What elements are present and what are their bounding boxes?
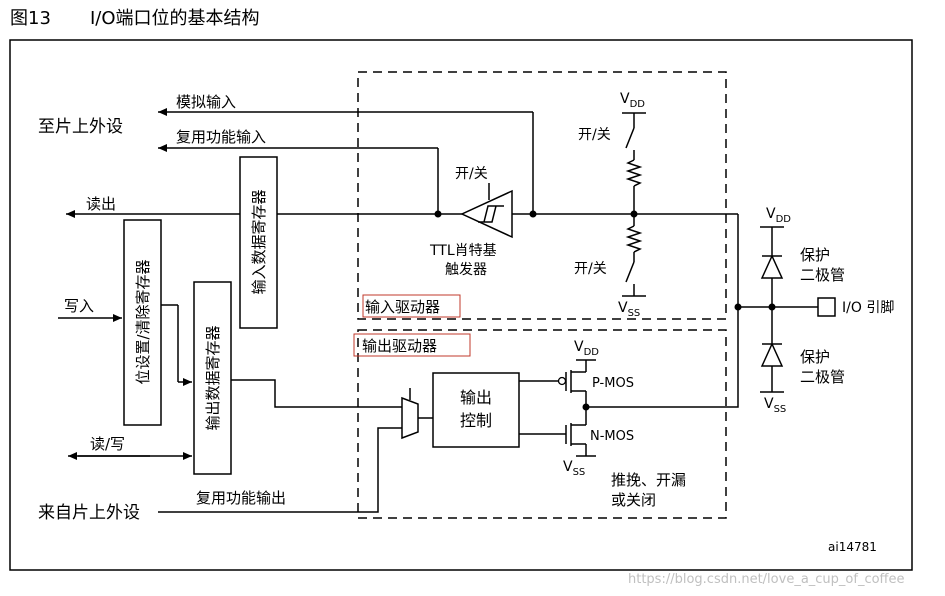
- bit-set-reset-register: [123, 219, 162, 426]
- output-control-label-1: 输出: [460, 388, 492, 407]
- protect-diode-bottom: [760, 307, 784, 393]
- alt-func-output-label: 复用功能输出: [196, 489, 286, 507]
- pull-up-on-off-label: 开/关: [578, 127, 611, 143]
- pull-down-network: [622, 214, 646, 297]
- pmos-transistor: [519, 360, 587, 407]
- output-to-pin-line: [586, 307, 739, 408]
- read-write-label: 读/写: [90, 435, 125, 453]
- protect-diode-bottom-label-2: 二极管: [800, 368, 845, 386]
- outer-frame: [9, 39, 913, 571]
- figure-id-code: ai14781: [828, 540, 877, 554]
- output-driver-label: 输出驱动器: [362, 337, 437, 355]
- alt-func-input-label: 复用功能输入: [176, 128, 266, 146]
- protect-diode-top-label-1: 保护: [800, 246, 830, 264]
- bit-set-reset-register-label: 位设置/清除寄存器: [134, 259, 152, 384]
- vdd-top-label: VDD: [620, 91, 645, 110]
- nmos-label: N-MOS: [590, 429, 634, 444]
- odr-to-mux-line: [231, 379, 402, 408]
- to-onchip-peripheral-label: 至片上外设: [38, 117, 123, 137]
- pmos-label: P-MOS: [592, 376, 634, 391]
- vdd-protect-label: VDD: [766, 206, 791, 225]
- ttl-on-off-label: 开/关: [455, 166, 488, 182]
- output-mode-label-1: 推挽、开漏: [611, 471, 686, 489]
- ttl-schmitt-label-1: TTL肖特基: [429, 242, 497, 259]
- output-control-label-2: 控制: [460, 411, 492, 430]
- input-driver-box: [357, 71, 727, 320]
- vdd-pmos-label: VDD: [574, 339, 599, 358]
- figure-title: 图13 I/O端口位的基本结构: [10, 4, 260, 30]
- from-onchip-peripheral-label: 来自片上外设: [38, 503, 140, 523]
- output-data-register-label: 输出数据寄存器: [204, 325, 222, 430]
- input-data-register: [239, 156, 278, 329]
- bsr-to-odr-line: [161, 304, 192, 386]
- output-data-register: [193, 281, 232, 475]
- alt-func-input-line: [158, 144, 439, 214]
- output-control-block: [432, 372, 520, 448]
- output-mux: [401, 396, 419, 440]
- input-data-register-label: 输入数据寄存器: [250, 189, 268, 294]
- output-mode-label-2: 或关闭: [611, 491, 656, 509]
- output-driver-highlight: [353, 333, 471, 357]
- protect-diode-top: [760, 226, 784, 307]
- write-in-label: 写入: [64, 297, 94, 315]
- input-driver-highlight: [362, 294, 461, 318]
- pull-down-on-off-label: 开/关: [574, 261, 607, 277]
- read-out-label: 读出: [86, 195, 116, 213]
- input-bus-line: [66, 210, 739, 307]
- nmos-transistor: [519, 407, 596, 457]
- vss-nmos-label: VSS: [563, 459, 585, 478]
- pull-up-network: [622, 112, 646, 214]
- figure-number: 图13: [10, 8, 51, 29]
- analog-input-label: 模拟输入: [176, 93, 236, 111]
- figure-title-text: I/O端口位的基本结构: [90, 8, 260, 29]
- ttl-schmitt-label-2: 触发器: [445, 262, 487, 278]
- vss-protect-label: VSS: [764, 396, 786, 415]
- protect-diode-top-label-2: 二极管: [800, 266, 845, 284]
- io-pin-label: I/O 引脚: [842, 300, 894, 316]
- ttl-schmitt-trigger: [460, 189, 513, 239]
- junction-dot: [434, 210, 442, 218]
- junction-dot: [529, 210, 537, 218]
- alt-func-output-line: [158, 427, 402, 513]
- protect-diode-bottom-label-1: 保护: [800, 348, 830, 366]
- output-driver-box: [357, 329, 727, 519]
- input-driver-label: 输入驱动器: [365, 298, 440, 316]
- vss-top-label: VSS: [618, 300, 640, 319]
- analog-input-line: [158, 108, 534, 214]
- watermark-text: https://blog.csdn.net/love_a_cup_of_coff…: [628, 572, 905, 587]
- io-pin-pad: [817, 297, 836, 317]
